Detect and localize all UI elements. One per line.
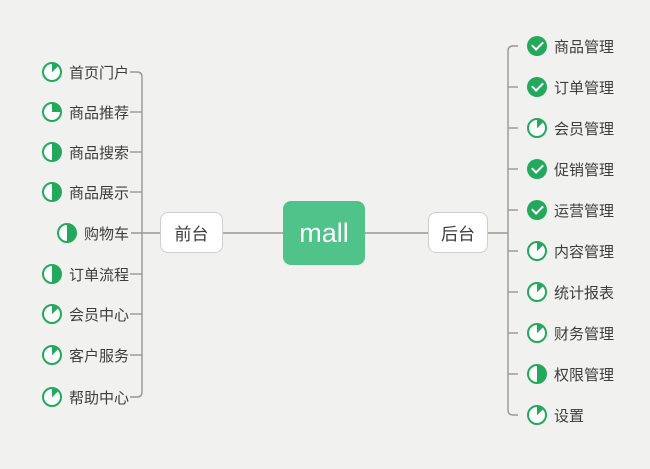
progress-pie-icon [41,62,62,82]
topic-label: 订单管理 [554,79,615,97]
progress-pie-icon [527,241,547,261]
topic-label: 商品管理 [554,38,615,56]
check-icon [527,200,547,220]
topic-row-recommend[interactable]: 商品推荐 [41,101,129,123]
right-bracket [507,45,518,416]
progress-pie-icon [56,223,77,243]
progress-pie-icon [41,102,62,122]
progress-pie-icon [41,345,62,365]
front-node[interactable]: 前台 [160,212,223,253]
topic-row-order-flow[interactable]: 订单流程 [41,263,129,285]
topic-row-promotion-mgmt[interactable]: 促销管理 [527,158,614,180]
topic-label: 财务管理 [554,325,615,343]
progress-pie-icon [41,264,62,284]
topic-label: 订单流程 [68,266,129,284]
topic-label: 帮助中心 [68,389,129,407]
topic-row-product-mgmt[interactable]: 商品管理 [527,35,614,57]
topic-row-settings[interactable]: 设置 [527,404,584,426]
topic-row-help-center[interactable]: 帮助中心 [41,386,129,408]
progress-pie-icon [527,405,547,425]
topic-row-finance-mgmt[interactable]: 财务管理 [527,322,614,344]
check-icon [527,77,547,97]
topic-row-display[interactable]: 商品展示 [41,181,129,203]
topic-label: 会员中心 [68,306,129,324]
back-node[interactable]: 后台 [428,212,488,253]
topic-row-member-mgmt[interactable]: 会员管理 [527,117,614,139]
progress-pie-icon [41,182,62,202]
topic-label: 客户服务 [68,347,129,365]
topic-row-cart[interactable]: 购物车 [56,222,129,244]
topic-row-content-mgmt[interactable]: 内容管理 [527,240,614,262]
topic-label: 统计报表 [554,284,615,302]
topic-row-order-mgmt[interactable]: 订单管理 [527,76,614,98]
topic-label: 首页门户 [68,64,129,82]
left-bracket [130,71,160,398]
topic-label: 商品推荐 [68,104,129,122]
progress-pie-icon [527,364,547,384]
check-icon [527,36,547,56]
topic-label: 权限管理 [554,366,615,384]
topic-label: 商品展示 [68,184,129,202]
topic-label: 会员管理 [554,120,615,138]
topic-label: 购物车 [83,225,129,243]
topic-label: 商品搜索 [68,144,129,162]
topic-label: 内容管理 [554,243,615,261]
topic-label: 设置 [554,407,585,425]
progress-pie-icon [527,282,547,302]
progress-pie-icon [527,323,547,343]
progress-pie-icon [41,142,62,162]
topic-row-operation-mgmt[interactable]: 运营管理 [527,199,614,221]
progress-pie-icon [41,304,62,324]
topic-row-search[interactable]: 商品搜索 [41,141,129,163]
topic-label: 促销管理 [554,161,615,179]
topic-row-customer-service[interactable]: 客户服务 [41,344,129,366]
progress-pie-icon [41,387,62,407]
progress-pie-icon [527,118,547,138]
topic-label: 运营管理 [554,202,615,220]
topic-row-permission-mgmt[interactable]: 权限管理 [527,363,614,385]
topic-row-statistics[interactable]: 统计报表 [527,281,614,303]
topic-row-member-center[interactable]: 会员中心 [41,303,129,325]
check-icon [527,159,547,179]
topic-row-homepage[interactable]: 首页门户 [41,61,129,83]
root-node-mall[interactable]: mall [283,201,365,265]
